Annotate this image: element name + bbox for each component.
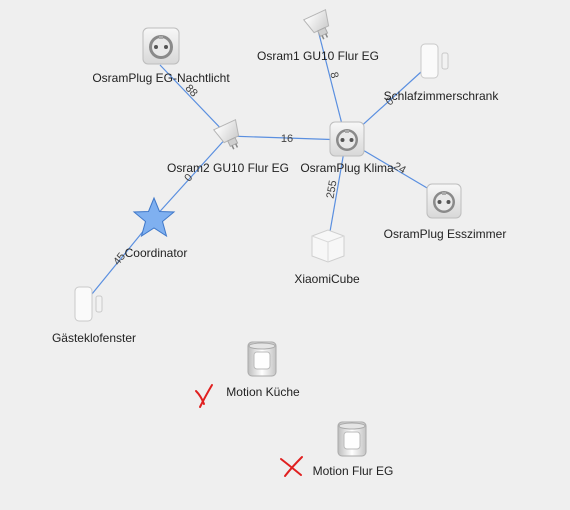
edge-label: 45: [111, 251, 128, 268]
node-label: Osram2 GU10 Flur EG: [167, 161, 289, 175]
node-label: Motion Küche: [226, 385, 300, 399]
door-sensor-icon: [420, 43, 449, 79]
node-label: OsramPlug Klima: [300, 161, 394, 175]
node-label: Gästeklofenster: [52, 331, 136, 345]
node-schlafzimmerschrank[interactable]: Schlafzimmerschrank: [384, 43, 500, 103]
node-coordinator[interactable]: Coordinator: [125, 196, 188, 260]
edge-nachtlicht-osram2[interactable]: [159, 64, 229, 137]
edge-label: 255: [325, 179, 340, 199]
node-label: OsramPlug Esszimmer: [384, 227, 507, 241]
edge-klima-cube[interactable]: [327, 139, 347, 244]
node-label: XiaomiCube: [294, 272, 360, 286]
cube-icon: [311, 229, 345, 263]
node-osram2-gu10-flur-eg[interactable]: Osram2 GU10 Flur EG: [167, 118, 289, 175]
node-label: Coordinator: [125, 246, 188, 260]
edge-osram2-coordinator[interactable]: [153, 135, 229, 219]
node-xiaomicube[interactable]: XiaomiCube: [294, 229, 360, 286]
node-label: Motion Flur EG: [313, 464, 394, 478]
node-osram1-gu10-flur-eg[interactable]: Osram1 GU10 Flur EG: [257, 8, 379, 63]
node-label: OsramPlug EG-Nachtlicht: [92, 71, 230, 85]
edge-label: 24: [391, 160, 408, 177]
node-motion-kueche[interactable]: Motion Küche: [195, 341, 300, 408]
node-motion-flur-eg[interactable]: Motion Flur EG: [280, 421, 394, 478]
node-label: Schlafzimmerschrank: [384, 89, 500, 103]
node-label: Osram1 GU10 Flur EG: [257, 49, 379, 63]
offline-x-icon: [195, 384, 213, 408]
edge-label: 8: [327, 71, 340, 80]
door-sensor-icon: [74, 286, 103, 322]
smart-plug-icon: [329, 121, 365, 157]
motion-sensor-icon: [337, 421, 367, 457]
node-gaesteklofenster[interactable]: Gästeklofenster: [52, 286, 136, 345]
star-icon: [132, 196, 176, 238]
smart-plug-icon: [142, 27, 180, 65]
edge-label: 16: [281, 133, 293, 145]
gu10-bulb-icon: [212, 118, 240, 150]
motion-sensor-icon: [247, 341, 277, 377]
offline-x-icon: [280, 456, 303, 477]
node-osramplug-eg-nachtlicht[interactable]: OsramPlug EG-Nachtlicht: [92, 27, 230, 85]
edge-osram2-klima[interactable]: [227, 135, 347, 141]
smart-plug-icon: [426, 183, 462, 219]
gu10-bulb-icon: [302, 8, 330, 40]
node-osramplug-klima[interactable]: OsramPlug Klima: [300, 121, 394, 175]
node-osramplug-esszimmer[interactable]: OsramPlug Esszimmer: [384, 183, 507, 241]
